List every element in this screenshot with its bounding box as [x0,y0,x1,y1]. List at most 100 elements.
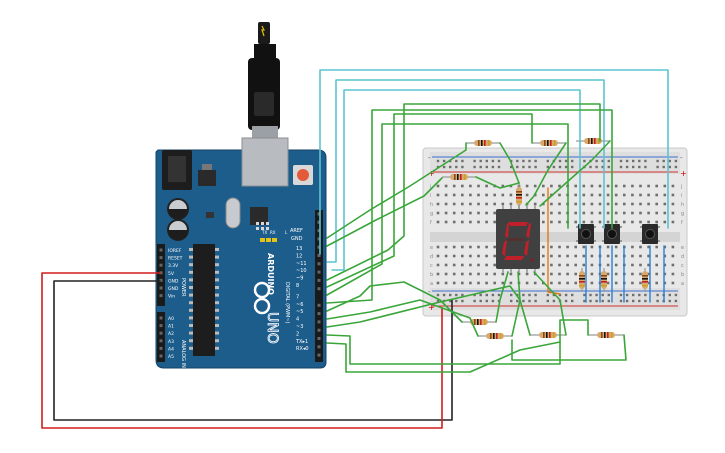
rail-hole[interactable] [546,165,549,169]
rail-hole[interactable] [558,165,562,169]
bb-hole[interactable] [598,202,602,206]
bb-hole[interactable] [501,193,505,197]
rail-hole[interactable] [619,165,623,169]
bb-hole[interactable] [461,272,464,276]
bb-hole[interactable] [639,272,642,276]
bb-hole[interactable] [606,211,610,215]
bb-hole[interactable] [582,211,586,215]
bb-hole[interactable] [574,281,577,285]
bb-hole[interactable] [623,211,626,215]
bb-hole[interactable] [469,272,472,276]
bb-hole[interactable] [493,272,496,276]
bb-hole[interactable] [444,245,448,249]
bb-hole[interactable] [509,281,513,285]
bb-hole[interactable] [493,220,496,224]
rail-hole[interactable] [583,293,586,297]
bb-hole[interactable] [582,202,586,206]
bb-hole[interactable] [574,254,577,258]
power-pin-hole[interactable] [159,286,163,290]
bb-hole[interactable] [639,184,642,188]
bb-hole[interactable] [574,220,577,224]
rail-hole[interactable] [668,165,671,169]
bb-hole[interactable] [436,211,440,215]
digital-pin-hole[interactable] [317,262,321,266]
rail-hole[interactable] [632,159,635,163]
bb-hole[interactable] [631,211,634,215]
bb-hole[interactable] [590,184,594,188]
bb-hole[interactable] [598,184,602,188]
bb-hole[interactable] [477,211,480,215]
wires[interactable] [41,69,669,429]
bb-hole[interactable] [582,245,586,249]
power-pin-hole[interactable] [159,263,163,267]
bb-hole[interactable] [663,263,667,267]
rail-hole[interactable] [436,159,440,163]
bb-hole[interactable] [647,202,650,206]
bb-hole[interactable] [436,254,440,258]
rail-hole[interactable] [625,159,629,163]
wire[interactable] [326,123,569,296]
rail-hole[interactable] [644,299,647,303]
rail-hole[interactable] [455,159,458,163]
bb-hole[interactable] [566,245,569,249]
bb-hole[interactable] [542,193,545,197]
wire[interactable] [511,271,521,337]
power-header[interactable] [157,244,165,306]
bb-hole[interactable] [631,254,634,258]
push-buttons[interactable] [576,224,660,244]
digital-header[interactable] [315,210,323,362]
rail-hole[interactable] [619,299,623,303]
analog-pin-hole[interactable] [159,354,163,358]
bb-hole[interactable] [509,193,513,197]
rail-hole[interactable] [638,299,641,303]
bb-hole[interactable] [606,263,610,267]
bb-hole[interactable] [469,263,472,267]
rail-hole[interactable] [522,159,525,163]
rail-hole[interactable] [589,165,592,169]
bb-hole[interactable] [501,202,505,206]
power-pin-hole[interactable] [159,294,163,298]
bb-hole[interactable] [582,254,586,258]
bb-hole[interactable] [614,263,618,267]
wire[interactable] [326,285,531,336]
wire[interactable] [499,142,520,184]
resistor[interactable] [579,268,585,292]
bb-hole[interactable] [461,254,464,258]
bb-hole[interactable] [614,272,618,276]
bb-hole[interactable] [436,263,440,267]
wire[interactable] [41,272,443,429]
digital-pin-hole[interactable] [317,328,321,332]
bb-hole[interactable] [574,184,577,188]
bb-hole[interactable] [598,211,602,215]
bb-hole[interactable] [558,184,561,188]
bb-hole[interactable] [461,281,464,285]
bb-hole[interactable] [444,272,448,276]
bb-hole[interactable] [436,245,440,249]
bb-hole[interactable] [501,272,505,276]
wire[interactable] [539,140,611,207]
bb-hole[interactable] [461,202,464,206]
bb-hole[interactable] [663,193,667,197]
bb-hole[interactable] [485,211,488,215]
bb-hole[interactable] [623,184,626,188]
rail-hole[interactable] [564,165,568,169]
rail-hole[interactable] [571,293,574,297]
rail-hole[interactable] [449,299,452,303]
bb-hole[interactable] [614,211,618,215]
bb-hole[interactable] [533,184,537,188]
rail-hole[interactable] [461,293,464,297]
bb-hole[interactable] [590,254,594,258]
bb-hole[interactable] [558,254,561,258]
bb-hole[interactable] [452,254,456,258]
resistor[interactable] [601,268,607,292]
bb-hole[interactable] [639,263,642,267]
power-header-holes[interactable] [159,248,163,298]
bb-hole[interactable] [671,193,675,197]
analog-header-holes[interactable] [159,316,163,358]
resistor[interactable] [576,138,610,144]
rail-hole[interactable] [522,165,525,169]
bb-hole[interactable] [525,193,529,197]
bb-hole[interactable] [647,254,650,258]
bb-hole[interactable] [574,211,577,215]
